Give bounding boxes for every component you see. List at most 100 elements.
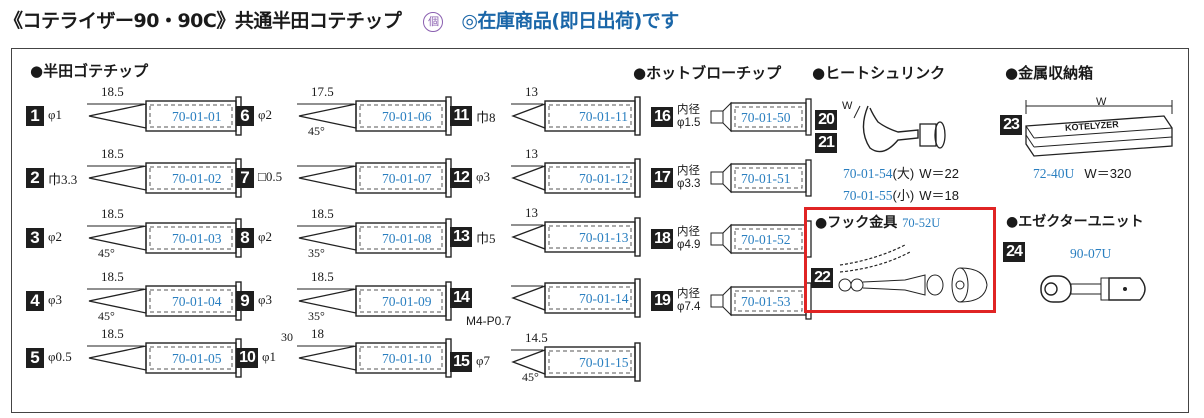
product-code: 70-01-51 [741,171,791,186]
size-label: (小) [892,188,915,203]
tip-drawing [297,218,452,258]
item-badge-22: 22 [811,268,833,288]
item-badge-5: 5 [26,348,44,368]
product-code: 72-40U [1033,166,1075,181]
tip-drawing [87,218,242,258]
tip-length-label: 13 [525,146,538,161]
item-badge-19: 19 [651,291,673,311]
item-badge-20: 20 [815,110,837,130]
product-code: 70-01-14 [579,291,629,306]
product-code: 70-01-06 [382,109,432,124]
product-code: 70-01-53 [741,294,791,309]
item-badge-18: 18 [651,229,673,249]
tip-length-label: 17.5 [311,84,334,99]
item-badge-7: 7 [236,168,254,188]
width-label: W＝320 [1084,166,1132,181]
tip-size-label: φ0.5 [48,349,72,364]
shrink-w-label: W [842,100,853,112]
product-code: 70-01-03 [172,231,222,246]
tip-length-label: 18.5 [101,326,124,341]
tip-size-label: φ2 [258,229,273,244]
item-badge-17: 17 [651,168,673,188]
tip-size-label: φ3 [476,169,491,184]
product-code: 70-01-15 [579,355,629,370]
product-code: 70-01-50 [741,110,791,125]
tip-angle-label: 35° [308,246,325,260]
highlight-box [804,207,996,313]
shrink-row-small: 70-01-55(小) W＝18 [843,185,959,204]
metal-box-drawing [1025,100,1173,157]
item-badge-2: 2 [26,168,44,188]
stock-note: ◎在庫商品(即日出荷)です [461,10,679,32]
item-badge-1: 1 [26,106,44,126]
tip-length-label: 13 [525,205,538,220]
tip-size-label: 巾3.3 [48,172,78,187]
hook-drawing [838,244,988,303]
product-code: 70-52U [902,216,941,230]
item-badge-13: 13 [450,227,472,247]
tip-size-label: 巾5 [476,231,496,246]
item-badge-23: 23 [1000,115,1022,135]
product-code: 90-07U [1070,246,1112,261]
product-code: 70-01-55 [843,188,893,203]
inner-diameter-size: φ7.4 [677,301,701,313]
tip-size-label: φ2 [48,229,63,244]
product-code: 70-01-09 [382,294,432,309]
product-code: 70-01-54 [843,166,893,181]
item-badge-24: 24 [1003,242,1025,262]
tip-size-label: φ3 [48,292,63,307]
tip-size-label: φ1 [262,349,277,364]
section-hotblow-tips: ●ホットブローチップ [633,64,782,82]
item-badge-10: 10 [236,348,258,368]
tip-drawing [297,96,452,136]
tip-length-label: 18.5 [101,269,124,284]
tip-drawing [511,217,641,257]
inner-diameter-size: φ1.5 [677,117,701,129]
tip-drawing [511,96,641,136]
catalog-frame [11,48,1189,413]
tip-angle-label: 45° [98,246,115,260]
tip-drawing [511,342,641,382]
tip-angle-label: 35° [308,309,325,323]
page-title: 《コテライザー90・90C》共通半田コテチップ個◎在庫商品(即日出荷)です [4,6,679,33]
tip-length-label: 13 [525,84,538,99]
section-hook: ●フック金具 70-52U [815,212,940,232]
tip-size-label: 巾8 [476,110,496,125]
box-w-label: W [1096,96,1107,108]
tip-size-label: φ2 [258,107,273,122]
tip-drawing [297,158,452,198]
tip-drawing [87,281,242,321]
heat-shrink-drawing [853,105,946,153]
tip-length-label: 18.5 [101,206,124,221]
width-label: W＝22 [919,166,959,181]
title-text: 《コテライザー90・90C》共通半田コテチップ [4,10,402,32]
section-metal-box: ●金属収納箱 [1005,64,1094,82]
item-badge-12: 12 [450,168,472,188]
item-badge-21: 21 [815,133,837,153]
tip-drawing [87,158,242,198]
section-ejector: ●エゼクターユニット [1006,214,1144,230]
product-code: 70-01-10 [382,351,432,366]
item-badge-3: 3 [26,228,44,248]
item-badge-16: 16 [651,107,673,127]
section-solder-tips: ●半田ゴテチップ [30,62,149,80]
item-badge-15: 15 [450,352,472,372]
item-badge-6: 6 [236,106,254,126]
section-hook-label: ●フック金具 [815,215,898,231]
item-badge-14: 14 [450,288,472,308]
product-code: 70-01-12 [579,171,629,186]
tip-drawing [511,158,641,198]
shrink-row-large: 70-01-54(大) W＝22 [843,163,959,182]
tip-drawing [87,96,242,136]
product-code: 70-01-05 [172,351,222,366]
inner-diameter-label: 内径 [677,104,700,116]
tip-angle-label: 45° [308,124,325,138]
tip-drawing [297,338,452,378]
product-code: 70-01-52 [741,232,791,247]
inner-diameter-size: φ4.9 [677,239,701,251]
tip-size-label: φ3 [258,292,273,307]
section-heat-shrink: ●ヒートシュリンク [812,64,946,82]
tip-length-label: 18.5 [311,206,334,221]
hotblow-drawing [710,98,812,136]
item-badge-9: 9 [236,291,254,311]
